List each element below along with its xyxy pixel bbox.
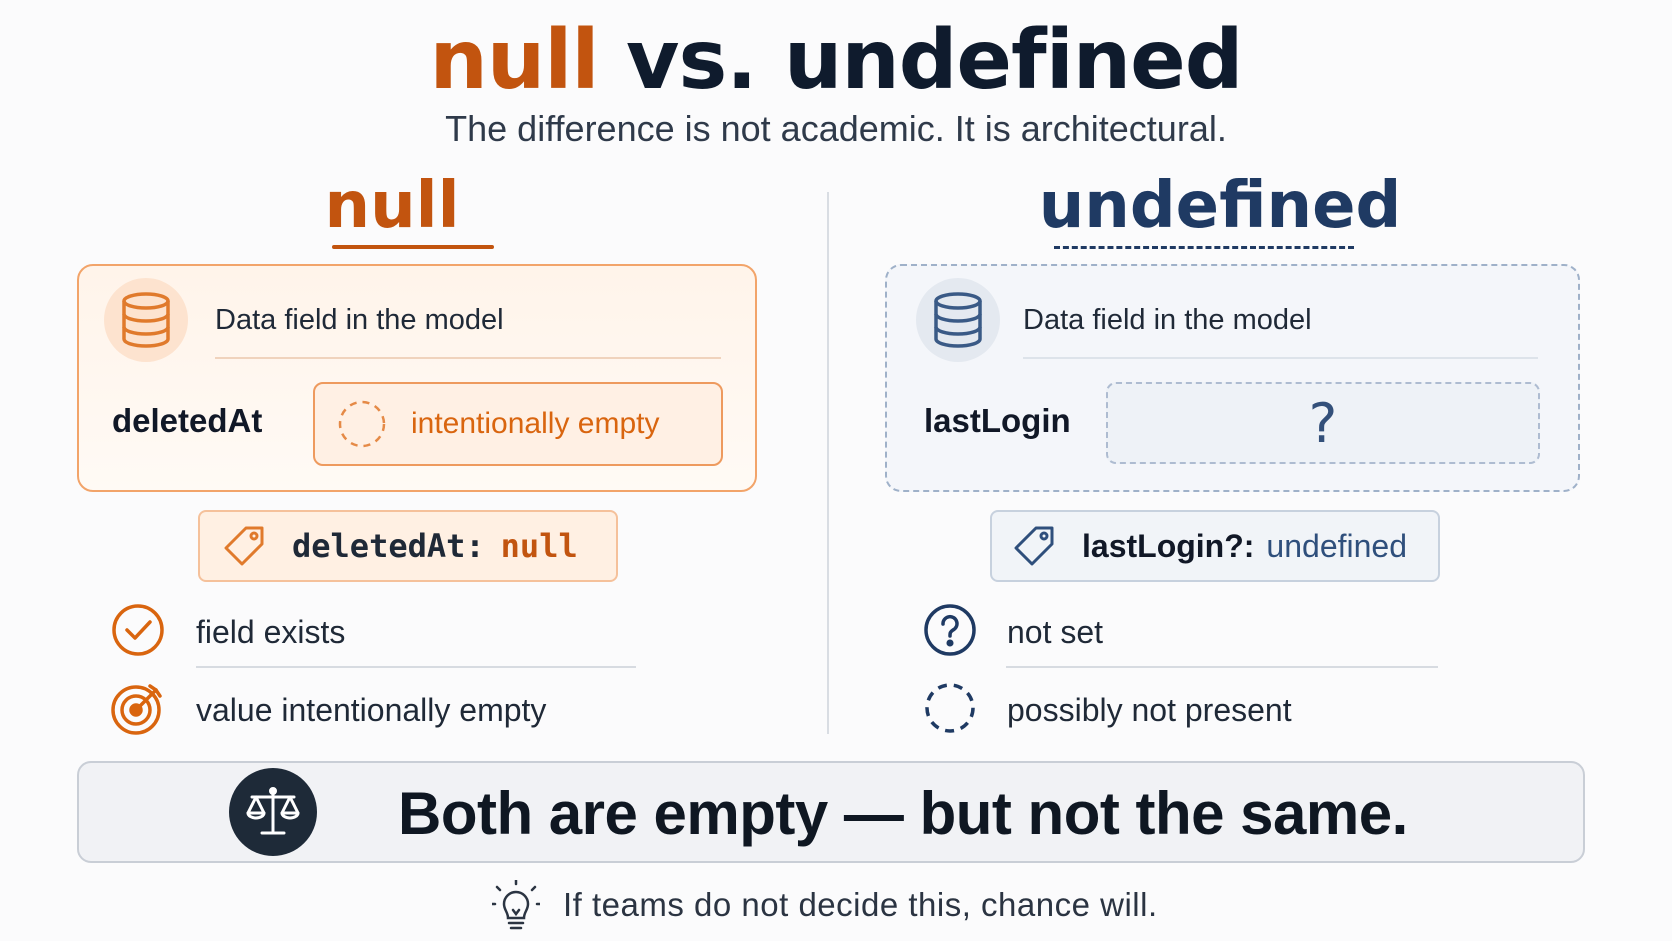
null-value-box: intentionally empty	[313, 382, 723, 466]
undefined-heading-underline	[1054, 246, 1354, 249]
null-tag-key: deletedAt:	[292, 527, 485, 565]
undefined-card-label: Data field in the model	[1023, 304, 1312, 336]
column-divider	[827, 192, 829, 734]
lightbulb-icon	[490, 878, 542, 934]
undefined-card-separator	[1023, 357, 1538, 359]
undefined-heading: undefined	[1038, 169, 1402, 243]
undefined-value-label: ?	[1308, 391, 1338, 455]
page-subtitle: The difference is not academic. It is ar…	[445, 108, 1227, 149]
undefined-tag-value: undefined	[1266, 527, 1407, 564]
null-heading: null	[324, 169, 460, 243]
null-field-name: deletedAt	[112, 402, 263, 439]
undefined-field-name: lastLogin	[924, 402, 1071, 439]
question-circle-icon	[922, 602, 978, 658]
null-card-label: Data field in the model	[215, 304, 504, 336]
null-list-separator	[196, 666, 636, 668]
null-point: field exists	[196, 614, 346, 650]
dashed-circle-icon	[922, 680, 978, 736]
check-circle-icon	[110, 602, 166, 658]
undefined-value-box: ?	[1106, 382, 1540, 464]
title-null-part: null	[429, 13, 599, 108]
footer-note: If teams do not decide this, chance will…	[563, 886, 1158, 923]
null-value-label: intentionally empty	[411, 407, 660, 440]
database-icon	[916, 278, 1000, 362]
null-point: value intentionally empty	[196, 692, 547, 728]
empty-circle-icon	[338, 400, 386, 448]
page-title: null vs. undefined	[0, 6, 1672, 116]
null-card-separator	[215, 357, 721, 359]
title-rest-part: vs. undefined	[598, 13, 1244, 108]
undefined-point: possibly not present	[1007, 692, 1292, 728]
undefined-tag-key: lastLogin?:	[1082, 527, 1255, 564]
null-type-tag: deletedAt: null	[198, 510, 618, 582]
null-heading-underline	[332, 245, 494, 249]
target-icon	[110, 680, 166, 736]
tag-icon	[224, 526, 264, 566]
undefined-type-tag: lastLogin?: undefined	[990, 510, 1440, 582]
undefined-list-separator	[1006, 666, 1438, 668]
null-tag-value: null	[500, 527, 578, 565]
summary-banner	[77, 761, 1585, 863]
undefined-point: not set	[1007, 614, 1104, 650]
tag-icon	[1014, 526, 1054, 566]
database-icon	[104, 278, 188, 362]
balance-scale-icon	[229, 768, 317, 856]
summary-text: Both are empty — but not the same.	[398, 780, 1408, 847]
